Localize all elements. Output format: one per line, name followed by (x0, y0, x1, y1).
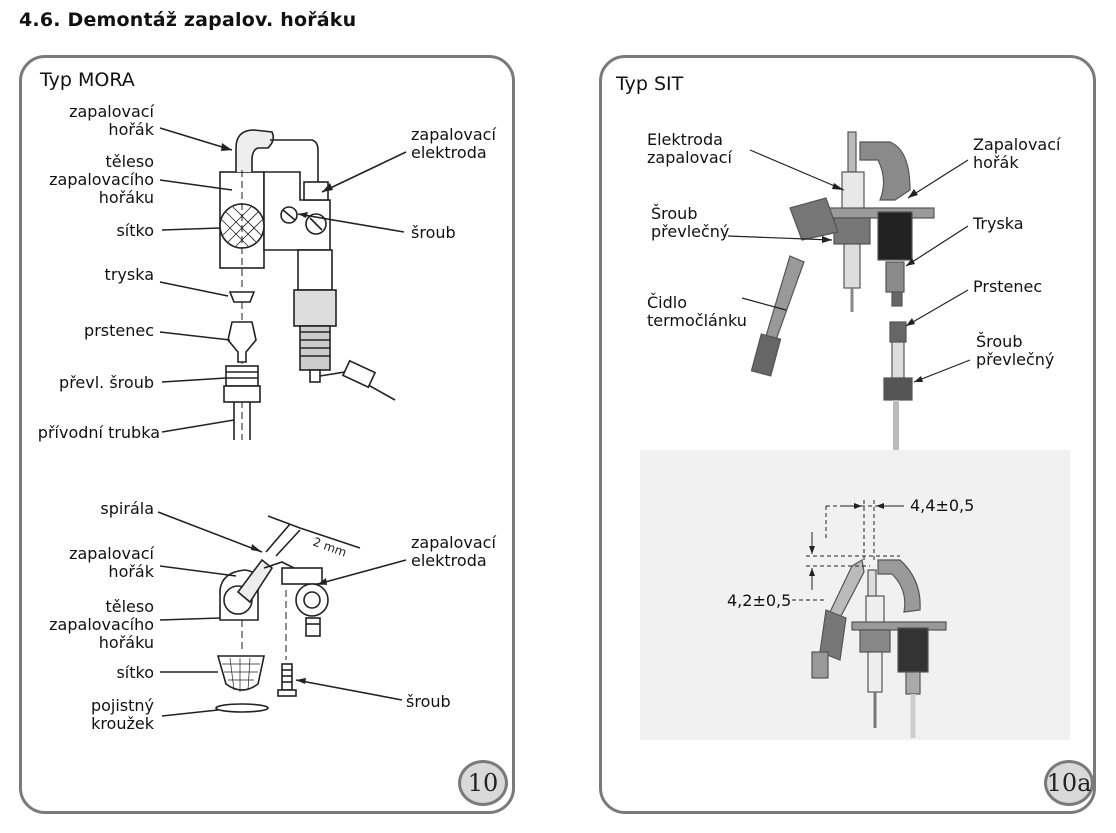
panel-title-mora: Typ MORA (40, 69, 135, 91)
figure-number-10: 10 (458, 760, 508, 806)
label-elektroda-zapalovaci: Elektroda zapalovací (647, 130, 732, 167)
label-zapalovaci-horak-sit: Zapalovací hořák (973, 135, 1061, 172)
label-zapalovaci-horak-2: zapalovací hořák (69, 544, 154, 581)
photo-background (640, 450, 1070, 740)
dimension-vertical: 4,2±0,5 (727, 591, 792, 610)
label-tryska-sit: Tryska (973, 214, 1024, 233)
label-zapalovaci-elektroda-2: zapalovací elektroda (411, 533, 496, 570)
label-sitko: sítko (116, 221, 154, 240)
figure-number-10a: 10a (1044, 760, 1094, 806)
label-zapalovaci-elektroda: zapalovací elektroda (411, 125, 496, 162)
label-spirala: spirála (100, 499, 154, 518)
label-teleso-2: těleso zapalovacího hořáku (49, 597, 154, 652)
section-heading: 4.6. Demontáž zapalov. hořáku (19, 9, 357, 31)
label-sroub-prevlecny-left: Šroub převlečný (651, 204, 730, 241)
label-privodni-trubka: přívodní trubka (37, 423, 160, 442)
label-zapalovaci-horak: zapalovací hořák (69, 102, 154, 139)
label-sroub-prevlecny-right: Šroub převlečný (976, 332, 1055, 369)
label-prstenec: prstenec (84, 321, 154, 340)
label-pojistny-krouzek: pojistný kroužek (90, 696, 154, 733)
figure-panel-mora (19, 55, 515, 814)
label-prevl-sroub: převl. šroub (59, 373, 154, 392)
label-tryska: tryska (104, 265, 154, 284)
dimension-horizontal: 4,4±0,5 (910, 496, 975, 515)
label-cidlo-termoclanku: Čidlo termočlánku (647, 293, 747, 330)
label-sroub-2: šroub (406, 692, 451, 711)
label-sitko-2: sítko (116, 663, 154, 682)
label-teleso: těleso zapalovacího hořáku (49, 152, 154, 207)
panel-title-sit: Typ SIT (616, 73, 684, 95)
label-prstenec-sit: Prstenec (973, 277, 1043, 296)
label-sroub: šroub (411, 223, 456, 242)
